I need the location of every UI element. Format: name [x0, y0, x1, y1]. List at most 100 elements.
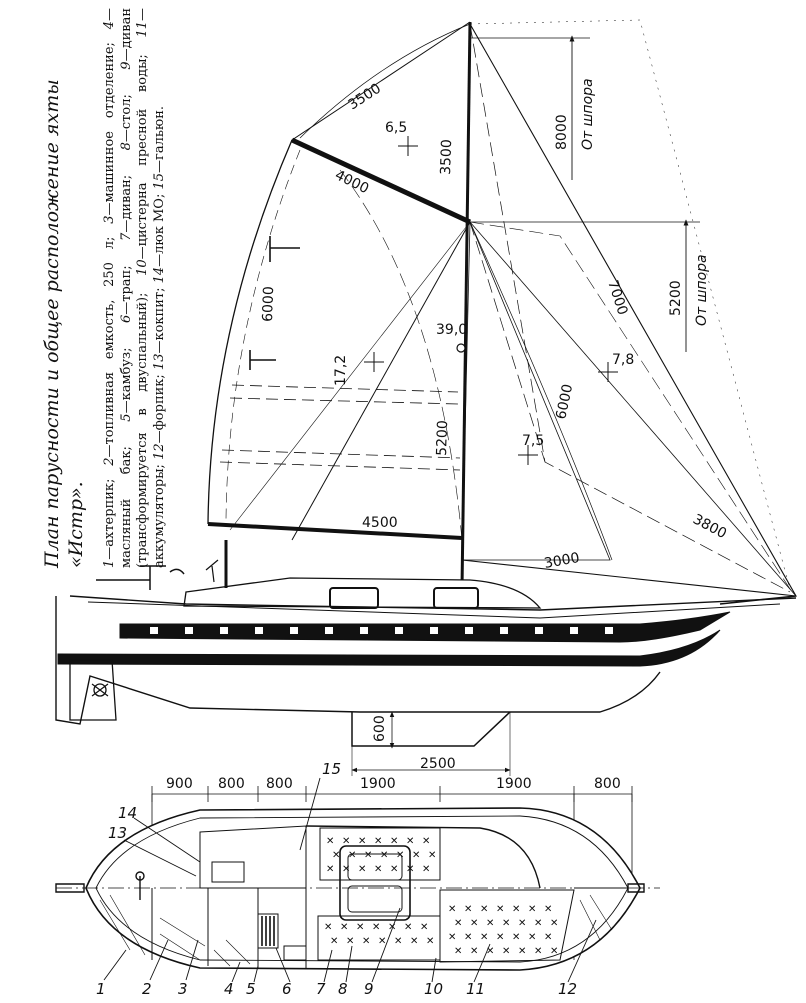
upholstery-star: ✕ [454, 946, 462, 957]
porthole [185, 627, 193, 634]
callout-number: 10 [424, 980, 443, 998]
upholstery-star: ✕ [356, 922, 364, 933]
porthole [360, 627, 368, 634]
upholstery-star: ✕ [518, 918, 526, 929]
height-mid-note: От шпора [694, 254, 710, 326]
porthole [255, 627, 263, 634]
upholstery-star: ✕ [426, 936, 434, 947]
upholstery-star: ✕ [326, 836, 334, 847]
upholstery-star: ✕ [362, 936, 370, 947]
porthole [430, 627, 438, 634]
callout-number: 4 [224, 980, 234, 998]
upholstery-star: ✕ [394, 936, 402, 947]
upholstery-star: ✕ [528, 932, 536, 943]
upholstery-star: ✕ [326, 864, 334, 875]
upholstery-star: ✕ [464, 904, 472, 915]
dim-stay-foot: 3800 [690, 511, 729, 542]
dim-forestay: 7000 [604, 278, 630, 317]
upholstery-star: ✕ [364, 850, 372, 861]
upholstery-star: ✕ [550, 946, 558, 957]
porthole [325, 627, 333, 634]
dim-luff-top: 3500 [438, 139, 455, 175]
porthole [605, 627, 613, 634]
upholstery-star: ✕ [480, 932, 488, 943]
porthole [150, 627, 158, 634]
hull-profile [55, 540, 797, 776]
porthole [570, 627, 578, 634]
plan-dim-label: 800 [218, 776, 245, 792]
callout-number: 6 [282, 980, 292, 998]
upholstery-star: ✕ [470, 946, 478, 957]
sail-plan [207, 19, 798, 597]
upholstery-star: ✕ [544, 904, 552, 915]
upholstery-star: ✕ [502, 918, 510, 929]
area-jib: 7,8 [612, 352, 634, 368]
upholstery-star: ✕ [534, 946, 542, 957]
porthole [220, 627, 228, 634]
upholstery-star: ✕ [412, 850, 420, 861]
plan-dim-label: 900 [166, 776, 193, 792]
upholstery-star: ✕ [390, 864, 398, 875]
deckhouse [183, 577, 542, 609]
upholstery-star: ✕ [470, 918, 478, 929]
height-top-note: От шпора [580, 78, 596, 150]
callout-number: 1 [96, 980, 106, 998]
callout-number: 5 [246, 980, 256, 998]
porthole [395, 627, 403, 634]
upholstery-star: ✕ [544, 932, 552, 943]
upholstery-star: ✕ [448, 932, 456, 943]
dim-mast: 5200 [434, 420, 451, 456]
callout-number: 8 [338, 980, 348, 998]
upholstery-stars: ✕✕✕✕✕✕✕✕✕✕✕✕✕✕✕✕✕✕✕✕✕✕✕✕✕✕✕✕✕✕✕✕✕✕✕✕✕✕✕✕… [324, 836, 558, 957]
upholstery-star: ✕ [348, 850, 356, 861]
dim-jib-leech: 6000 [553, 383, 576, 421]
upholstery-star: ✕ [358, 864, 366, 875]
keel [351, 711, 511, 747]
rubbing-strake [119, 611, 731, 643]
upholstery-star: ✕ [404, 922, 412, 933]
callout-leaders [103, 777, 597, 983]
staysail [461, 221, 611, 561]
dim-jib-foot: 3000 [543, 550, 581, 572]
upholstery-star: ✕ [420, 922, 428, 933]
porthole [465, 627, 473, 634]
upholstery-star: ✕ [374, 864, 382, 875]
callout-number: 7 [316, 980, 326, 998]
upholstery-star: ✕ [332, 850, 340, 861]
upholstery-star: ✕ [550, 918, 558, 929]
porthole [535, 627, 543, 634]
upholstery-star: ✕ [330, 936, 338, 947]
upholstery-star: ✕ [378, 936, 386, 947]
hull-labels: 600 2500 [372, 715, 456, 772]
upholstery-star: ✕ [464, 932, 472, 943]
sail-plan-labels: 3500 6,5 3500 4000 6000 17,2 39,0 5200 4… [260, 78, 729, 572]
upholstery-star: ✕ [380, 850, 388, 861]
porthole [290, 627, 298, 634]
deck-plan [55, 786, 660, 971]
upholstery-star: ✕ [406, 864, 414, 875]
portholes [150, 627, 613, 634]
height-mid-value: 5200 [668, 280, 684, 316]
callout-number: 2 [142, 980, 152, 998]
area-staysail: 7,5 [522, 433, 544, 449]
porthole [500, 627, 508, 634]
upholstery-star: ✕ [342, 864, 350, 875]
upholstery-star: ✕ [502, 946, 510, 957]
hull-sheer [69, 595, 797, 611]
upholstery-star: ✕ [396, 850, 404, 861]
dim-boom: 4500 [362, 515, 398, 531]
callout-number: 9 [364, 980, 374, 998]
upholstery-star: ✕ [422, 864, 430, 875]
upholstery-star: ✕ [518, 946, 526, 957]
callout-number: 15 [322, 760, 341, 778]
callout-number: 13 [108, 824, 127, 842]
height-top-value: 8000 [554, 114, 570, 150]
plan-dim-label: 800 [266, 776, 293, 792]
upholstery-star: ✕ [410, 936, 418, 947]
callout-number: 3 [178, 980, 188, 998]
keel-depth: 600 [372, 715, 388, 742]
area-main: 17,2 [333, 355, 349, 386]
hull-bottom [55, 640, 661, 725]
